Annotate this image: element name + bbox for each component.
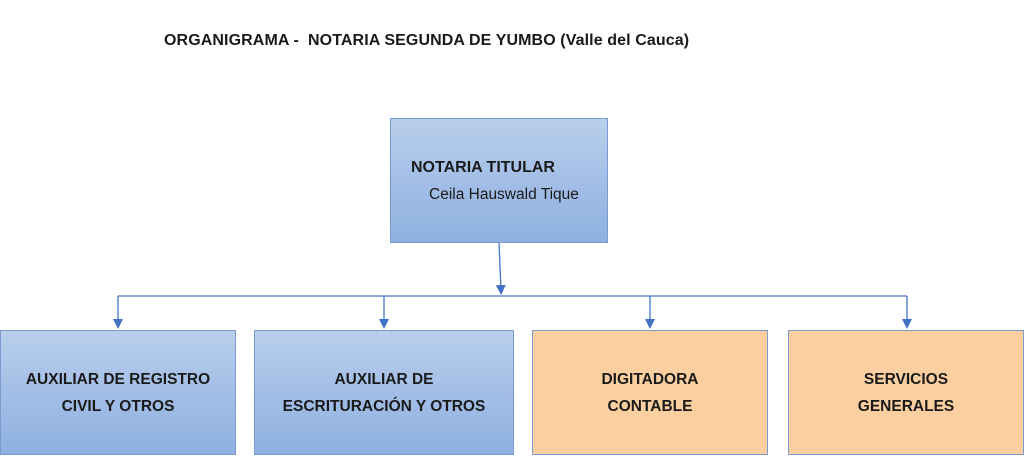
box-label-line2: ESCRITURACIÓN Y OTROS [282, 397, 486, 415]
box-label-line2: GENERALES [857, 397, 955, 415]
box-servicios-generales: SERVICIOS GENERALES [788, 330, 1024, 455]
box-label-line1: DIGITADORA [601, 370, 699, 388]
box-role-label: NOTARIA TITULAR [411, 159, 555, 176]
box-label-line1: AUXILIAR DE REGISTRO [25, 370, 211, 388]
box-label-line1: AUXILIAR DE [334, 370, 434, 388]
box-notaria-titular: NOTARIA TITULAR Ceila Hauswald Tique [390, 118, 608, 243]
box-auxiliar-escrituracion: AUXILIAR DE ESCRITURACIÓN Y OTROS [254, 330, 514, 455]
box-label-line2: CIVIL Y OTROS [61, 397, 175, 415]
box-person-name: Ceila Hauswald Tique [429, 186, 579, 203]
box-label-line1: SERVICIOS [863, 370, 949, 388]
chart-title: ORGANIGRAMA - NOTARIA SEGUNDA DE YUMBO (… [164, 32, 690, 49]
box-digitadora-contable: DIGITADORA CONTABLE [532, 330, 768, 455]
box-label-line2: CONTABLE [607, 397, 693, 415]
box-auxiliar-registro: AUXILIAR DE REGISTRO CIVIL Y OTROS [0, 330, 236, 455]
connector-from-top [495, 242, 506, 295]
